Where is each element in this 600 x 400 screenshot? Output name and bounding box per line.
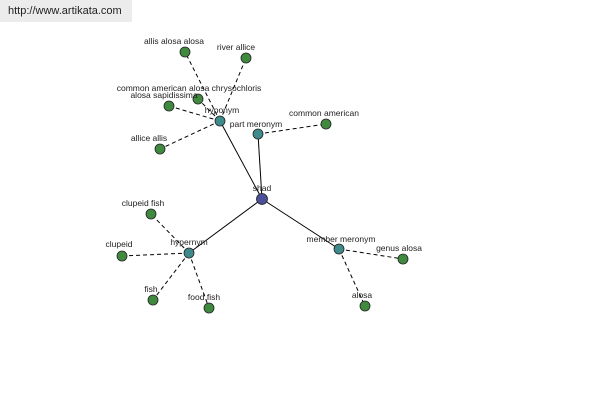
node-label-fish[interactable]: fish — [144, 284, 158, 294]
node-allice-allis[interactable] — [154, 143, 166, 155]
node-label-hyponym[interactable]: hyponym — [205, 105, 240, 115]
node-label-common-american[interactable]: common american — [289, 108, 359, 118]
node-member-meronym[interactable] — [333, 243, 345, 255]
edge-shad-to-hypernym — [188, 198, 263, 254]
node-label-member-meronym[interactable]: member meronym — [307, 234, 376, 244]
node-fish[interactable] — [147, 294, 159, 306]
node-clupeid-fish[interactable] — [145, 208, 157, 220]
edge-hyponym-to-allis-alosa-alosa — [184, 51, 221, 122]
edge-hypernym-to-fish — [152, 252, 190, 301]
node-hyponym[interactable] — [214, 115, 226, 127]
edge-hypernym-to-clupeid — [121, 252, 190, 257]
node-label-clupeid-fish[interactable]: clupeid fish — [122, 198, 165, 208]
nodes-layer — [116, 46, 409, 314]
edge-hyponym-to-common-american-alosa-chrysochloris — [197, 98, 221, 122]
node-label-shad[interactable]: shad — [253, 183, 272, 193]
node-label-common-american-alosa-chrysochloris[interactable]: common american alosa chrysochloris — [117, 83, 262, 93]
node-hypernym[interactable] — [183, 247, 195, 259]
node-shad[interactable] — [256, 193, 268, 205]
node-label-hypernym[interactable]: hypernym — [170, 237, 207, 247]
node-label-food-fish[interactable]: food fish — [188, 292, 220, 302]
node-label-genus-alosa[interactable]: genus alosa — [376, 243, 422, 253]
edge-hypernym-to-clupeid-fish — [150, 213, 190, 254]
node-label-river-allice[interactable]: river allice — [217, 42, 256, 52]
edge-shad-to-member-meronym — [261, 198, 340, 250]
node-allis-alosa-alosa[interactable] — [179, 46, 191, 58]
node-common-american-alosa-chrysochloris[interactable] — [192, 93, 204, 105]
edge-hyponym-to-allice-allis — [159, 120, 221, 150]
labels-layer: shad hyponym part meronym hypernym member me… — [106, 36, 423, 302]
node-label-allis-alosa-alosa[interactable]: allis alosa alosa — [144, 36, 204, 46]
site-url-link[interactable]: http://www.artikata.com — [0, 0, 132, 22]
edge-member-meronym-to-alosa — [338, 248, 366, 307]
node-genus-alosa[interactable] — [397, 253, 409, 265]
node-label-alosa[interactable]: alosa — [352, 290, 373, 300]
edge-shad-to-hyponym — [219, 120, 263, 200]
node-label-alosa-sapidissima[interactable]: alosa sapidissima — [130, 90, 197, 100]
node-label-part-meronym[interactable]: part meronym — [230, 119, 282, 129]
edge-member-meronym-to-genus-alosa — [338, 248, 404, 260]
node-label-clupeid[interactable]: clupeid — [106, 239, 133, 249]
node-part-meronym[interactable] — [252, 128, 264, 140]
edge-shad-to-part-meronym — [257, 133, 263, 200]
node-river-allice[interactable] — [240, 52, 252, 64]
node-alosa-sapidissima[interactable] — [163, 100, 175, 112]
node-label-allice-allis[interactable]: allice allis — [131, 133, 167, 143]
node-clupeid[interactable] — [116, 250, 128, 262]
edge-hyponym-to-river-allice — [219, 57, 247, 122]
node-alosa[interactable] — [359, 300, 371, 312]
edges-layer — [121, 51, 404, 309]
edge-hypernym-to-food-fish — [188, 252, 210, 309]
edge-hyponym-to-alosa-sapidissima — [168, 105, 221, 122]
node-common-american[interactable] — [320, 118, 332, 130]
edge-part-meronym-to-common-american — [257, 123, 327, 135]
node-food-fish[interactable] — [203, 302, 215, 314]
